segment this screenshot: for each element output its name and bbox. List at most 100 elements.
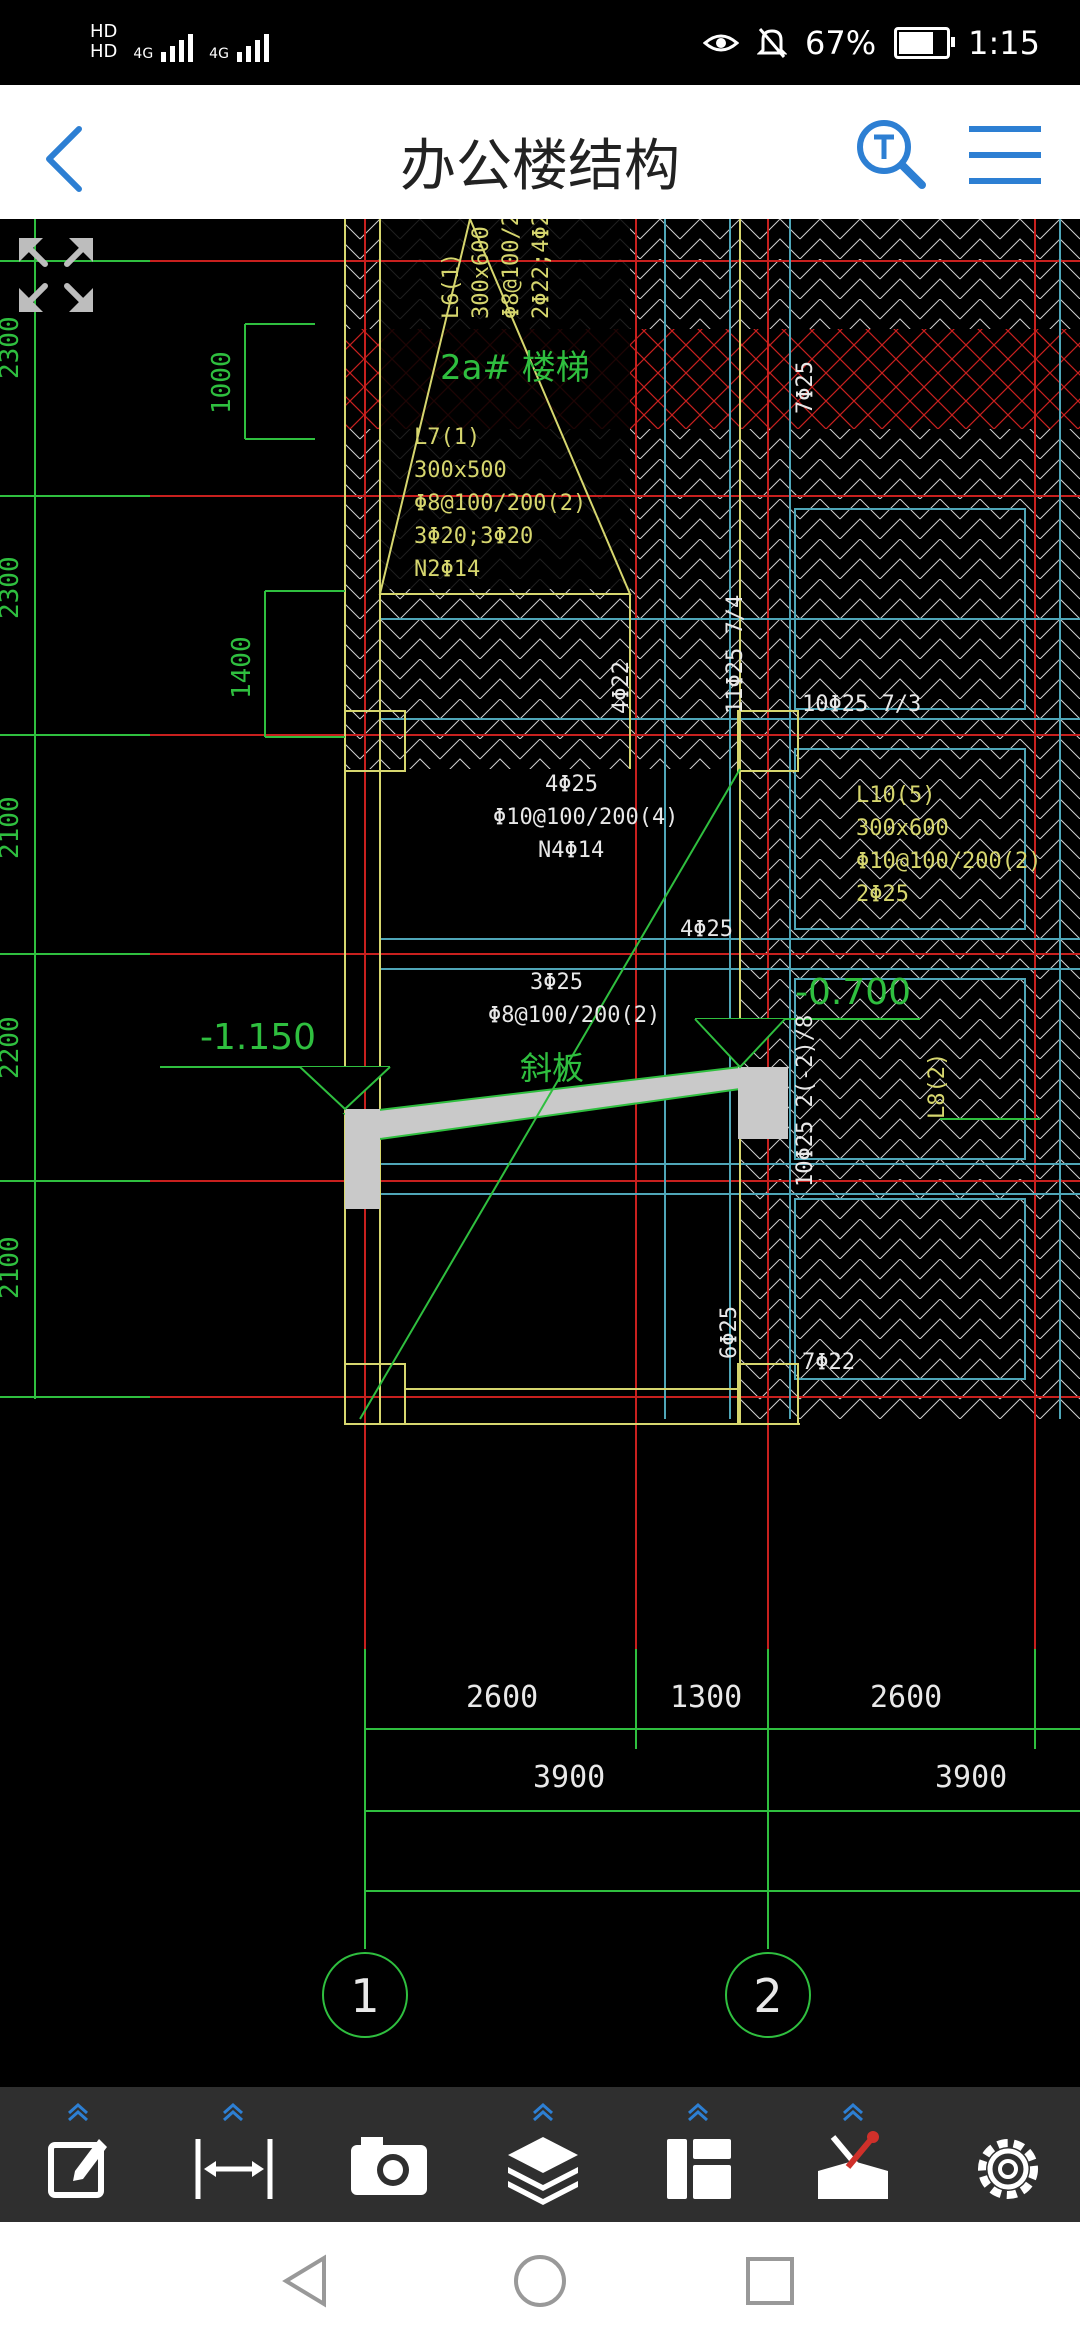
left-dim-texts: 2300 2300 2100 2200 2100 1000 1400 xyxy=(0,316,257,1299)
rebar-4phi25: 4Φ25 xyxy=(680,917,733,942)
layout-icon xyxy=(667,2139,731,2199)
nav-recents-button[interactable] xyxy=(735,2246,805,2316)
dim-left-1: 2300 xyxy=(0,316,25,379)
page-title: 办公楼结构 xyxy=(400,134,680,199)
battery-icon xyxy=(894,27,956,59)
beam-top-vertical: L6(1) 300x600 Φ8@100/2 2Φ22;4Φ2 xyxy=(439,219,554,319)
dim-bottom-2600-a: 2600 xyxy=(466,1680,538,1715)
settings-tool-button[interactable] xyxy=(933,2087,1080,2222)
cyan-beams xyxy=(380,219,1080,1419)
camera-tool-button[interactable] xyxy=(313,2087,463,2222)
clock: 1:15 xyxy=(968,24,1040,62)
dim-bottom-1300: 1300 xyxy=(670,1680,742,1715)
rebar-7phi25: 7Φ25 xyxy=(793,361,818,414)
dim-bottom-2600-b: 2600 xyxy=(870,1680,942,1715)
bell-muted-icon xyxy=(757,28,788,58)
dim-left-5: 2100 xyxy=(0,1236,25,1299)
axis-label-2: 2 xyxy=(753,1969,782,2023)
text-search-button[interactable] xyxy=(850,113,930,193)
net1-label: 4G xyxy=(133,46,154,62)
mid-line-3: N4Φ14 xyxy=(538,838,604,863)
l10-line-1: L10(5) xyxy=(856,783,935,808)
beam-l7-block: L7(1) 300x500 Φ8@100/200(2) 3Φ20;3Φ20 N2… xyxy=(414,425,586,582)
stair-label: 2a# 楼梯 xyxy=(440,348,590,388)
hd2-label: HD xyxy=(90,41,118,62)
rebar-10phi25-top: 10Φ25 7/3 xyxy=(802,692,921,717)
net2-label: 4G xyxy=(209,46,229,62)
tools-tool-button[interactable] xyxy=(778,2087,928,2222)
l7-line-1: L7(1) xyxy=(414,425,480,450)
system-nav-bar xyxy=(0,2222,1080,2340)
layers-icon xyxy=(508,2137,578,2205)
lower-line-1: 3Φ25 xyxy=(530,970,583,995)
status-bar: HD HD 4G 4G 67% 1:15 xyxy=(0,0,1080,85)
chevron-up-icon xyxy=(68,2102,88,2122)
l6-line-1: L6(1) xyxy=(439,253,464,319)
battery-percent: 67% xyxy=(805,24,877,62)
dim-bottom-3900-a: 3900 xyxy=(533,1760,605,1795)
rebar-10phi25-side: 10Φ25 2(-2)/8 xyxy=(793,1015,818,1187)
chevron-left-icon xyxy=(46,126,82,192)
beam-l10-block: L10(5) 300x600 Φ10@100/200(2) 2Φ25 L8(2) xyxy=(856,783,1041,1119)
layout-tool-button[interactable] xyxy=(623,2087,773,2222)
slab-support-right xyxy=(738,1067,788,1139)
nav-back-button[interactable] xyxy=(272,2246,342,2316)
rebar-7phi22: 7Φ22 xyxy=(802,1350,855,1375)
l10-line-3: Φ10@100/200(2) xyxy=(856,849,1041,874)
chevron-up-icon xyxy=(843,2102,863,2122)
cad-drawing[interactable]: 2300 2300 2100 2200 2100 1000 1400 -1.15… xyxy=(0,219,1080,2087)
square-recents-icon xyxy=(746,2257,794,2305)
camera-icon xyxy=(351,2137,427,2195)
chevron-up-icon xyxy=(688,2102,708,2122)
red-grid-h xyxy=(0,260,1080,1398)
bottom-toolbar xyxy=(0,2087,1080,2222)
expand-icon[interactable] xyxy=(15,234,97,316)
dim-left-3: 2100 xyxy=(0,796,25,859)
diagonal-line xyxy=(359,768,741,1420)
nav-home-button[interactable] xyxy=(505,2246,575,2316)
edit-tool-button[interactable] xyxy=(3,2087,153,2222)
l10-line-2: 300x600 xyxy=(856,816,949,841)
level-left: -1.150 xyxy=(200,1017,316,1058)
ruler-icon xyxy=(195,2139,273,2199)
title-bar: 办公楼结构 xyxy=(0,85,1080,219)
layers-tool-button[interactable] xyxy=(468,2087,618,2222)
status-right: 67% 1:15 xyxy=(703,18,1040,68)
eye-icon xyxy=(703,34,740,52)
hd-indicators: HD HD xyxy=(90,22,117,62)
back-button[interactable] xyxy=(35,115,115,195)
slab-support-left xyxy=(345,1109,380,1209)
l6-line-3: Φ8@100/2 xyxy=(499,219,524,319)
measure-tool-button[interactable] xyxy=(158,2087,308,2222)
toolbox-icon xyxy=(818,2131,888,2199)
mid-line-2: Φ10@100/200(4) xyxy=(493,805,678,830)
edit-icon xyxy=(48,2139,107,2198)
l7-line-4: 3Φ20;3Φ20 xyxy=(414,524,533,549)
white-beam-texts: 4Φ25 Φ10@100/200(4) N4Φ14 4Φ25 3Φ25 Φ8@1… xyxy=(488,361,921,1375)
red-grid-v xyxy=(364,219,1036,1649)
bottom-dim-lines xyxy=(322,1649,1080,2038)
dim-inner-2: 1400 xyxy=(227,636,257,699)
yellow-outlines xyxy=(344,219,800,1425)
menu-button[interactable] xyxy=(965,115,1045,195)
triangle-back-icon xyxy=(282,2254,326,2308)
search-text-icon xyxy=(857,120,926,189)
cad-drawing-canvas[interactable]: 2300 2300 2100 2200 2100 1000 1400 -1.15… xyxy=(0,219,1080,2087)
mid-line-1: 4Φ25 xyxy=(545,772,598,797)
bottom-dim-texts: 2600 1300 2600 3900 3900 xyxy=(466,1680,1007,1795)
l7-line-3: Φ8@100/200(2) xyxy=(414,491,586,516)
l6-line-4: 2Φ22;4Φ2 xyxy=(529,219,554,319)
hd1-label: HD xyxy=(90,21,118,42)
l10-line-4: 2Φ25 xyxy=(856,882,909,907)
stair-opening xyxy=(380,219,630,589)
chevron-up-icon xyxy=(533,2102,553,2122)
l6-line-2: 300x600 xyxy=(469,226,494,319)
dim-inner-1: 1000 xyxy=(207,351,237,414)
slope-label: 斜板 xyxy=(520,1049,584,1087)
rebar-6phi25: 6Φ25 xyxy=(717,1306,742,1359)
l7-line-5: N2Φ14 xyxy=(414,557,480,582)
l8-label: L8(2) xyxy=(925,1053,950,1119)
dim-bottom-3900-b: 3900 xyxy=(935,1760,1007,1795)
left-dim-lines xyxy=(0,219,1040,1399)
l7-line-2: 300x500 xyxy=(414,458,507,483)
